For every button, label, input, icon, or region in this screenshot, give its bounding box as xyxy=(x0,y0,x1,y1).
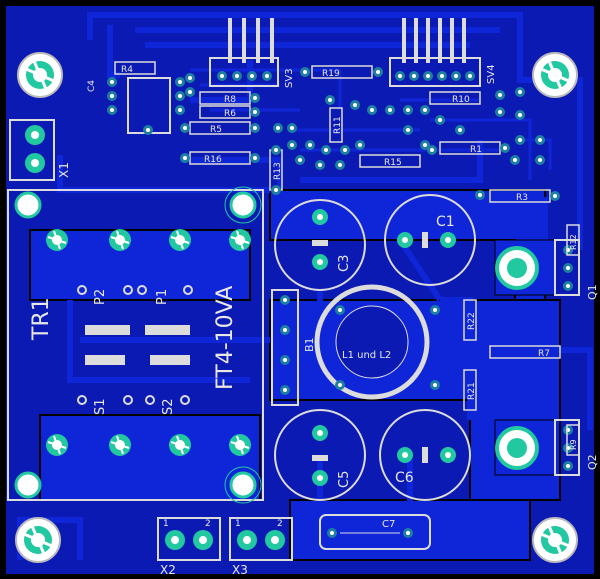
label-tr1: TR1 xyxy=(29,297,54,341)
label-q2: Q2 xyxy=(586,454,599,470)
mounting-hole-bottom-left xyxy=(14,516,62,564)
thin-traces xyxy=(190,68,552,180)
resistor-r10 xyxy=(429,91,481,105)
label-x2-pin1: 1 xyxy=(163,519,169,529)
resistor-r22 xyxy=(463,299,477,341)
copper-areas xyxy=(29,189,561,561)
label-x2: X2 xyxy=(160,563,176,577)
header-sv4 xyxy=(389,18,481,87)
transformer-outline xyxy=(7,189,264,501)
capacitor-c7-pad-right xyxy=(403,528,413,538)
transformer-fuse-symbols xyxy=(85,325,190,365)
label-c4: C4 xyxy=(87,80,97,92)
label-transformer-model: FT4-10VA xyxy=(213,286,238,390)
label-r5: R5 xyxy=(210,125,222,135)
resistor-r4 xyxy=(114,61,156,75)
coil-l1-l2 xyxy=(314,284,440,400)
terminal-x1-pads xyxy=(25,125,45,173)
terminal-x1 xyxy=(9,119,55,181)
label-r9: R9 xyxy=(569,439,578,450)
label-r10: R10 xyxy=(452,95,470,105)
ic-top-left xyxy=(107,77,185,135)
label-x3-pin1: 1 xyxy=(235,519,241,529)
label-c3: C3 xyxy=(337,255,352,272)
label-r8: R8 xyxy=(224,95,236,105)
label-c6: C6 xyxy=(395,470,414,486)
terminal-x3 xyxy=(229,517,293,561)
capacitor-c7-pad-left xyxy=(327,528,337,538)
label-r6: R6 xyxy=(224,109,236,119)
capacitor-c1 xyxy=(384,194,476,286)
label-c1: C1 xyxy=(436,214,455,230)
mounting-hole-bottom-right xyxy=(531,516,579,564)
label-s1: S1 xyxy=(93,398,108,415)
label-r4: R4 xyxy=(121,65,133,75)
capacitor-c7 xyxy=(319,514,431,550)
resistor-r21 xyxy=(463,369,477,411)
label-r19: R19 xyxy=(322,69,340,79)
terminal-x2 xyxy=(157,517,221,561)
resistor-r11 xyxy=(329,107,343,143)
label-r12: R12 xyxy=(569,234,578,250)
mounting-hole-top-right xyxy=(531,51,579,99)
terminal-x2-x3-pads xyxy=(165,530,285,550)
label-r3: R3 xyxy=(516,193,528,203)
label-sv3: SV3 xyxy=(284,68,295,88)
label-x1: X1 xyxy=(57,162,71,178)
label-c5: C5 xyxy=(337,471,352,488)
mounting-hole-top-left xyxy=(16,51,64,99)
label-sv4: SV4 xyxy=(486,64,497,84)
label-x3: X3 xyxy=(232,563,248,577)
resistor-r15 xyxy=(359,154,421,168)
label-r11: R11 xyxy=(333,116,343,134)
label-r1: R1 xyxy=(470,145,482,155)
transformer-corner-pads xyxy=(14,186,262,504)
label-coil: L1 und L2 xyxy=(342,350,391,361)
resistor-r7 xyxy=(489,345,561,359)
label-r13: R13 xyxy=(273,162,283,180)
resistor-r19 xyxy=(311,65,373,79)
label-x3-pin2: 2 xyxy=(277,519,283,529)
label-r21: R21 xyxy=(467,382,477,400)
header-sv3 xyxy=(209,18,279,87)
capacitor-c6 xyxy=(379,409,471,501)
label-q1: Q1 xyxy=(586,284,599,300)
resistor-r9 xyxy=(566,424,580,456)
label-r16: R16 xyxy=(204,155,222,165)
regulator-q1-heatsink xyxy=(494,239,556,296)
label-r7: R7 xyxy=(538,349,550,359)
label-b1: B1 xyxy=(303,337,316,352)
resistor-r12 xyxy=(566,224,580,256)
capacitor-c5 xyxy=(274,409,366,501)
bridge-b1 xyxy=(271,289,299,406)
label-x2-pin2: 2 xyxy=(205,519,211,529)
label-p1: P1 xyxy=(155,289,170,305)
transformer-small-pins xyxy=(77,285,193,405)
label-r22: R22 xyxy=(467,312,477,330)
regulator-q2-heatsink xyxy=(494,419,556,476)
label-r15: R15 xyxy=(384,158,402,168)
label-s2: S2 xyxy=(161,398,176,415)
label-c7: C7 xyxy=(382,519,395,530)
label-p2: P2 xyxy=(93,289,108,305)
capacitor-c3 xyxy=(274,199,366,291)
